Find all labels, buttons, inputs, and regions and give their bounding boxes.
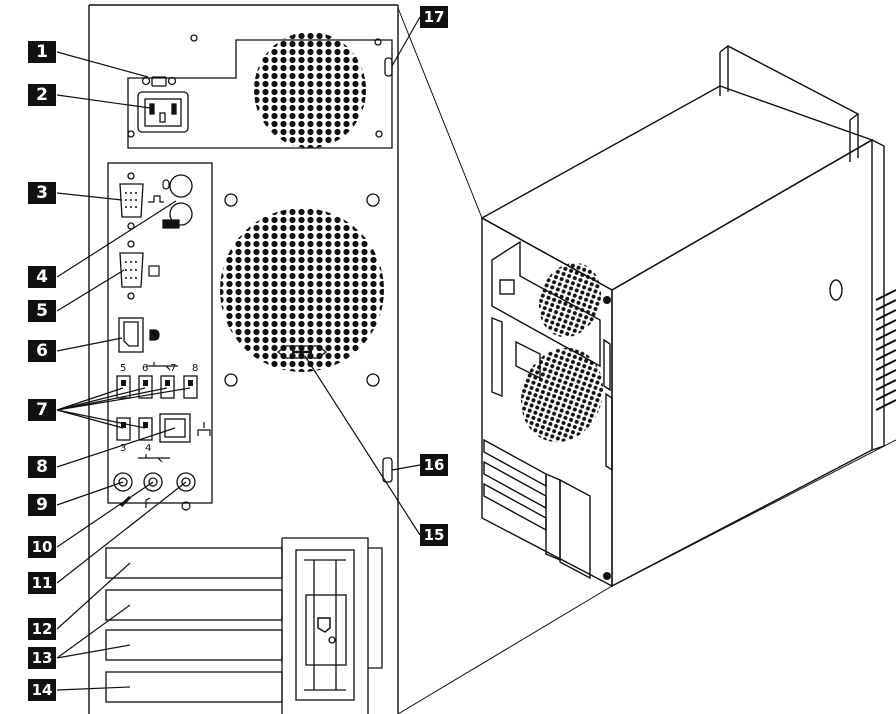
callout-6: 6 [28, 340, 56, 362]
usb-port-number-8: 8 [192, 363, 199, 374]
psu-vent [254, 32, 366, 148]
line-in-icon [181, 501, 191, 511]
callout-17: 17 [420, 6, 448, 28]
keyboard-icon [162, 219, 180, 229]
callout-12: 12 [28, 618, 56, 640]
expansion-slots [105, 537, 383, 714]
network-icon [197, 422, 211, 436]
usb-icon-upper [146, 362, 178, 371]
serial-icon [148, 195, 164, 203]
floor-line [611, 439, 896, 587]
displayport-icon [149, 329, 160, 341]
fan-vent [220, 208, 384, 372]
line-out-icon [145, 497, 151, 508]
callout-14: 14 [28, 679, 56, 701]
callout-2: 2 [28, 84, 56, 106]
callout-9: 9 [28, 494, 56, 516]
callout-16: 16 [420, 454, 448, 476]
callout-11: 11 [28, 572, 56, 594]
callout-7: 7 [28, 399, 56, 421]
usb-port-number-7: 7 [170, 363, 177, 374]
power-supply [127, 34, 393, 149]
serial-pins [125, 192, 137, 279]
callout-10: 10 [28, 536, 56, 558]
usb-port-number-6: 6 [142, 363, 149, 374]
port-icons [119, 179, 211, 511]
callout-3: 3 [28, 182, 56, 204]
main-fan [224, 193, 380, 387]
callout-8: 8 [28, 456, 56, 478]
tower-fan-vent [520, 347, 604, 443]
slot-lock-icon [317, 617, 331, 633]
usb-port-number-5: 5 [120, 363, 127, 374]
zoom-lines [397, 7, 613, 714]
tower-screws [603, 296, 611, 580]
tower-front-vents [875, 289, 896, 411]
callout-15: 15 [420, 524, 448, 546]
callout-13: 13 [28, 647, 56, 669]
monitor-icon [148, 265, 160, 277]
usb-port-number-3: 3 [120, 443, 127, 454]
callout-4: 4 [28, 266, 56, 288]
leader-lines [56, 16, 421, 691]
callout-1: 1 [28, 41, 56, 63]
tower-psu-vent [538, 262, 602, 338]
rear-panel [88, 4, 399, 714]
mouse-icon [162, 179, 170, 190]
callout-5: 5 [28, 300, 56, 322]
usb-tongues [121, 380, 193, 428]
usb-icon-lower [138, 454, 170, 463]
usb-port-number-4: 4 [145, 443, 152, 454]
